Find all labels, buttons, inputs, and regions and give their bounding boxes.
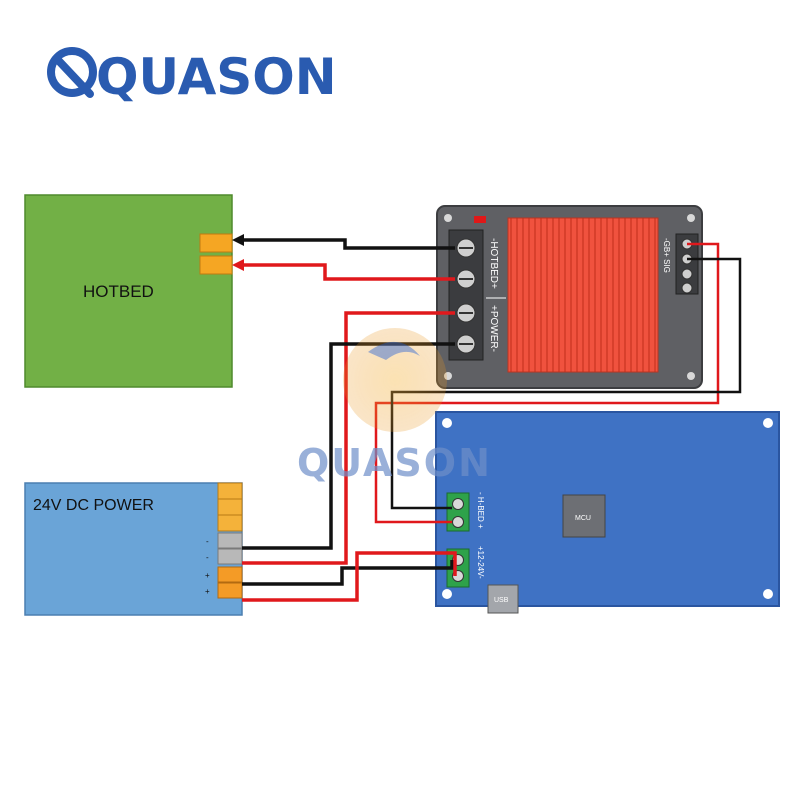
logo-q-tail-icon: [54, 56, 94, 98]
mosfet-screw-terminals: [456, 238, 476, 354]
hotbed-terminal-positive: [199, 255, 233, 275]
wire-board-power-positive: [242, 551, 457, 602]
mosfet-hotbed-label: -HOTBED+: [488, 238, 499, 289]
logo-text: QUASON: [96, 48, 337, 106]
power-terminal-negative-2: [217, 548, 243, 565]
power-terminal-negative-1: [217, 532, 243, 549]
heatsink: [507, 217, 659, 373]
arrow-hotbed-negative-icon: [232, 234, 244, 246]
hbed-label: - H-BED +: [476, 492, 485, 529]
power-supply-label: 24V DC POWER: [33, 497, 154, 514]
wire-signal-positive: [374, 242, 720, 524]
watermark-text: QUASON: [297, 441, 492, 485]
power-terminal-positive-1: [217, 566, 243, 583]
wire-mosfet-power-positive: [242, 311, 455, 565]
usb-label: USB: [494, 597, 509, 604]
wire-hotbed-positive: [240, 263, 455, 281]
hotbed: HOTBED: [24, 194, 233, 388]
wires: [232, 234, 742, 602]
mosfet-signal-label: -GB+ SIG: [662, 238, 671, 273]
power-terminal-label-2: -: [206, 553, 209, 562]
power-terminal-label-1: -: [206, 537, 209, 546]
power-terminal-positive-2: [217, 582, 243, 599]
hotbed-label: HOTBED: [83, 282, 154, 301]
hotbed-terminal-negative: [199, 233, 233, 253]
power-supply: 24V DC POWER - - + +: [24, 482, 243, 616]
watermark: QUASON: [297, 328, 492, 485]
mosfet-power-label: +POWER-: [488, 305, 499, 352]
mosfet-module: -HOTBED+ +POWER- -GB+ SIG: [436, 205, 703, 389]
mcu-chip: [562, 494, 606, 538]
controller-board: MCU USB - H-BED + +12-24V-: [435, 411, 780, 614]
usb-port: [487, 584, 519, 614]
power-terminal-label-4: +: [205, 587, 210, 596]
led-indicator: [474, 216, 486, 223]
wire-board-power-negative: [242, 560, 454, 586]
mcu-label: MCU: [575, 515, 591, 522]
power-terminal-label-3: +: [205, 571, 210, 580]
watermark-circle-icon: [343, 328, 447, 432]
wire-signal-negative: [390, 257, 742, 510]
board-power-label: +12-24V-: [476, 546, 485, 579]
brand-logo: QUASON: [47, 47, 337, 106]
wire-hotbed-negative: [240, 238, 455, 250]
arrow-hotbed-positive-icon: [232, 259, 244, 271]
logo-q-ring-icon: [47, 47, 97, 97]
